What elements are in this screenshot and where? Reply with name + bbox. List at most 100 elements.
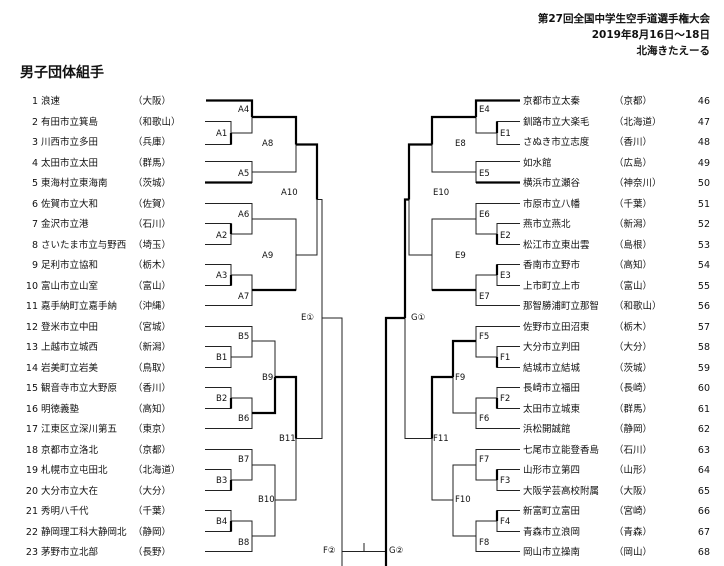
team-prefecture: （群馬） (614, 403, 653, 415)
team-prefecture: （北海道） (614, 116, 662, 128)
team-name: 明徳義塾 (41, 403, 80, 415)
match-label: A7 (238, 292, 250, 302)
winner-line (407, 143, 432, 200)
team-number: 23 (25, 547, 38, 558)
team-name: 山形市立第四 (523, 465, 581, 476)
team-name: 東海村立東海南 (41, 178, 108, 189)
winner-line (206, 99, 254, 117)
match-label: E7 (479, 292, 490, 302)
team-prefecture: （新潟） (614, 219, 653, 230)
winner-line (384, 316, 405, 566)
match-label: G① (411, 313, 426, 323)
team-number: 17 (25, 424, 38, 435)
page-title: 男子団体組手 (20, 65, 104, 81)
match-label: A3 (216, 271, 228, 281)
match-label: B3 (216, 476, 228, 486)
team-name: 上市町立上市 (523, 280, 581, 292)
team-number: 14 (25, 362, 38, 374)
team-number: 9 (31, 260, 38, 271)
team-name: 岡山市立操南 (523, 547, 581, 558)
team-number: 2 (31, 116, 38, 128)
team-name: 大分市立大在 (41, 485, 99, 497)
team-prefecture: （富山） (614, 280, 653, 292)
team-prefecture: （群馬） (133, 157, 172, 169)
team-number: 53 (697, 239, 710, 251)
match-label: E6 (479, 210, 490, 220)
team-prefecture: （香川） (133, 383, 172, 394)
team-number: 15 (25, 383, 38, 394)
team-prefecture: （千葉） (133, 506, 172, 517)
match-label: E8 (455, 139, 466, 149)
team-prefecture: （京都） (614, 96, 653, 107)
team-prefecture: （長崎） (614, 383, 653, 394)
match-label: E2 (500, 231, 511, 241)
team-name: 燕市立燕北 (523, 219, 571, 230)
match-label: E3 (500, 271, 511, 281)
event-dates: 2019年8月16日～18日 (591, 29, 710, 41)
team-name: 結城市立結城 (523, 362, 581, 374)
team-prefecture: （大分） (133, 485, 172, 497)
match-label: B2 (216, 394, 228, 404)
team-prefecture: （大分） (614, 342, 653, 353)
team-prefecture: （香川） (614, 137, 653, 148)
team-number: 59 (697, 362, 710, 374)
team-name: 浜松開誠館 (523, 424, 571, 435)
team-number: 66 (697, 506, 710, 517)
team-prefecture: （富山） (133, 280, 172, 292)
match-label: F9 (455, 373, 466, 383)
team-prefecture: （新潟） (133, 342, 172, 353)
team-prefecture: （静岡） (614, 424, 653, 435)
team-name: 佐賀市立大和 (41, 198, 99, 210)
team-prefecture: （島根） (614, 239, 653, 251)
match-label: B11 (279, 434, 296, 444)
match-label: F② (323, 546, 336, 556)
winner-line (430, 115, 476, 145)
team-name: 京都市立太秦 (523, 96, 581, 107)
event-venue: 北海きたえーる (636, 45, 711, 57)
team-name: 金沢市立港 (41, 219, 89, 230)
match-label: F7 (479, 455, 490, 465)
winner-line (430, 375, 453, 439)
match-label: A9 (262, 251, 274, 261)
team-prefecture: （石川） (133, 219, 172, 230)
team-prefecture: （岡山） (614, 547, 653, 558)
team-number: 5 (31, 178, 38, 189)
winner-line (252, 115, 298, 145)
match-label: F1 (500, 353, 511, 363)
match-label: B7 (238, 455, 250, 465)
team-prefecture: （石川） (614, 444, 653, 456)
bracket-line (205, 326, 253, 358)
team-number: 55 (697, 280, 710, 292)
team-number: 12 (25, 321, 38, 333)
team-number: 10 (25, 280, 38, 292)
bracket-line (408, 144, 432, 256)
team-number: 49 (697, 157, 710, 169)
team-name: 川西市立多田 (41, 137, 99, 148)
team-number: 19 (25, 465, 38, 476)
team-name: 浪速 (41, 96, 61, 107)
team-name: 静岡理工科大静岡北 (41, 526, 127, 538)
team-prefecture: （高知） (133, 403, 172, 415)
team-name: 長崎市立福田 (523, 383, 581, 394)
team-number: 64 (697, 465, 710, 476)
match-label: F3 (500, 476, 511, 486)
team-prefecture: （茨城） (614, 362, 653, 374)
team-name: 茅野市立北部 (41, 547, 99, 558)
team-number: 47 (697, 116, 710, 128)
team-number: 63 (697, 444, 710, 456)
team-name: 横浜市立瀬谷 (523, 178, 581, 189)
team-prefecture: （広島） (614, 157, 653, 169)
team-prefecture: （静岡） (133, 526, 172, 538)
team-number: 50 (697, 178, 710, 189)
match-label: A4 (238, 105, 250, 115)
winner-line (474, 99, 520, 117)
bracket-line (322, 317, 343, 566)
team-prefecture: （大阪） (614, 485, 653, 497)
team-number: 16 (25, 403, 38, 415)
match-label: B4 (216, 517, 228, 527)
team-prefecture: （沖縄） (133, 301, 172, 312)
team-number: 68 (697, 547, 710, 558)
team-name: 観音寺市立大野原 (41, 383, 118, 394)
